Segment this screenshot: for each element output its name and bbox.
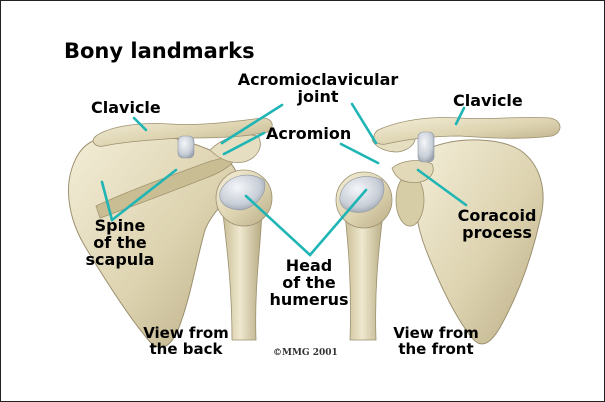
humerus-back-view (216, 170, 272, 340)
label-spine-line3: scapula (80, 252, 160, 269)
label-head-of-humerus: Head of the humerus (264, 258, 354, 308)
label-clavicle-front: Clavicle (453, 93, 523, 110)
label-head-line3: humerus (264, 292, 354, 309)
humerus-front-view (336, 172, 392, 340)
leader-ac-joint-right (352, 104, 376, 143)
copyright-notice: ©MMG 2001 (273, 348, 338, 358)
label-acromion: Acromion (266, 126, 351, 143)
label-coracoid-line2: process (452, 225, 542, 242)
label-spine-of-scapula: Spine of the scapula (80, 218, 160, 268)
label-ac-joint: Acromioclavicular joint (218, 72, 418, 106)
label-view-from-back: View from the back (136, 326, 236, 358)
label-view-front-line2: the front (386, 342, 486, 358)
label-ac-joint-line2: joint (218, 89, 418, 106)
label-clavicle-back: Clavicle (91, 100, 161, 117)
label-view-back-line2: the back (136, 342, 236, 358)
label-view-from-front: View from the front (386, 326, 486, 358)
label-coracoid-process: Coracoid process (452, 208, 542, 242)
leader-acromion-right (341, 144, 378, 163)
figure-title: Bony landmarks (64, 40, 255, 62)
